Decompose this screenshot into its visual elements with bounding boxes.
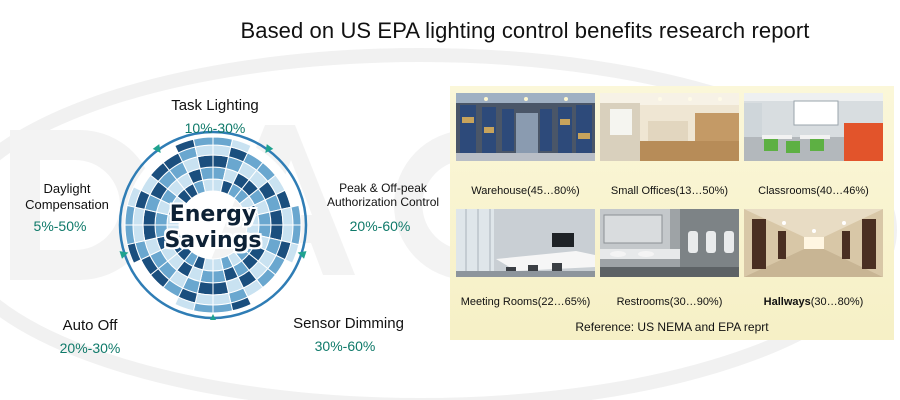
office-photo: [600, 93, 739, 161]
restroom-range: (30…90%): [669, 296, 723, 308]
wheel-cell: [212, 136, 234, 148]
meeting-room-range: (22…65%): [537, 296, 591, 308]
task-lighting-label: Task Lighting: [171, 97, 259, 114]
office-range: (13…50%): [675, 185, 729, 197]
auto-off-label: Auto Off: [62, 317, 118, 334]
ring-arrow: [265, 144, 274, 153]
sensor-dimming-label: Sensor Dimming: [293, 315, 404, 332]
meeting-room-photo: [456, 209, 595, 277]
wheel-cell: [199, 166, 214, 181]
sensor-dimming-range: 30%-60%: [314, 338, 376, 354]
daylight-label-line1: Daylight: [43, 181, 91, 196]
restroom-name: Restrooms: [616, 296, 670, 308]
page-title: Based on US EPA lighting control benefit…: [240, 18, 810, 43]
ring-arrow: [297, 251, 307, 259]
ring-arrow: [152, 144, 161, 153]
hallway-name: Hallways: [763, 296, 811, 308]
peak-offpeak-range: 20%-60%: [349, 218, 411, 234]
wheel-cell: [212, 302, 234, 314]
warehouse-caption: Warehouse(45…80%): [456, 185, 595, 197]
wheel-cell: [290, 204, 302, 226]
daylight-label-line2: Compensation: [25, 197, 109, 212]
office-name: Small Offices: [610, 185, 676, 197]
wheel-cell: [212, 269, 227, 284]
wheel-cell: [192, 136, 214, 148]
ring-arrow: [119, 251, 129, 259]
ring-arrow: [210, 314, 216, 320]
wheel-cell: [290, 224, 302, 246]
auto-off-range: 20%-30%: [59, 340, 121, 356]
classroom-name: Classrooms: [758, 185, 817, 197]
wheel-cell: [196, 154, 214, 170]
restroom-photo: [600, 209, 739, 277]
warehouse-range: (45…80%): [527, 185, 580, 197]
wheel-cell: [124, 224, 136, 246]
classroom-range: (40…46%): [816, 185, 869, 197]
reference-note: Reference: US NEMA and EPA reprt: [575, 320, 769, 334]
warehouse-name: Warehouse: [471, 185, 528, 197]
center-line-2: Savings: [164, 228, 262, 253]
hallway-photo: [744, 209, 883, 277]
hallway-caption: Hallways(30…80%): [744, 296, 883, 308]
daylight-compensation-range: 5%-50%: [33, 218, 87, 234]
warehouse-photo: [456, 93, 595, 161]
energy-savings-wheel: [118, 130, 308, 320]
peak-offpeak-label-line1: Peak & Off-peak: [339, 181, 427, 195]
meeting-room-caption: Meeting Rooms(22…65%): [456, 296, 595, 308]
daylight-compensation-label: Daylight Compensation: [12, 181, 122, 213]
center-line-1: Energy: [169, 202, 257, 227]
classroom-photo: [744, 93, 883, 161]
peak-offpeak-label: Peak & Off-peak Authorization Control: [318, 181, 448, 209]
task-lighting-range: 10%-30%: [184, 120, 246, 136]
hallway-range: (30…80%): [810, 296, 864, 308]
restroom-caption: Restrooms(30…90%): [600, 296, 739, 308]
energy-savings-title: Energy Savings: [150, 202, 276, 254]
wheel-cell: [124, 204, 136, 226]
peak-offpeak-label-line2: Authorization Control: [326, 195, 440, 209]
office-caption: Small Offices(13…50%): [600, 185, 739, 197]
wheel-cell: [192, 302, 214, 314]
wheel-cell: [212, 280, 230, 296]
classroom-caption: Classrooms(40…46%): [744, 185, 883, 197]
meeting-room-name: Meeting Rooms: [460, 296, 538, 308]
